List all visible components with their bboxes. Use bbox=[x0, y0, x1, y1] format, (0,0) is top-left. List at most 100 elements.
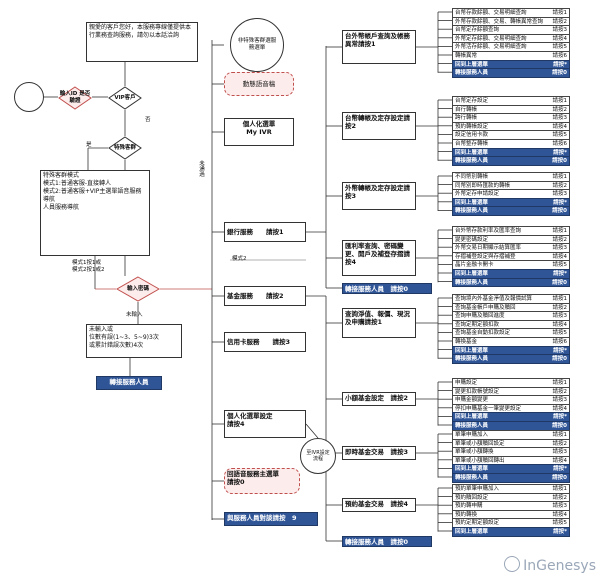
option-key: 請按0 bbox=[552, 70, 567, 77]
fund_group-4-option-6[interactable]: 回到上層選單請按* bbox=[452, 527, 570, 537]
credit-service-option[interactable]: 信用卡服務 請按3 bbox=[224, 332, 306, 352]
option-label: 外幣活存餘額、交易明細查詢 bbox=[455, 44, 527, 51]
option-key: 請按4 bbox=[552, 123, 568, 130]
option-label: 回到上層選單 bbox=[455, 199, 489, 206]
fund_group-1-option-8[interactable]: 轉接服務人員請按0 bbox=[452, 354, 570, 364]
option-label: 台外幣存款利率及匯率查詢 bbox=[455, 228, 522, 234]
option-label: 外幣存款餘額、交易、轉帳異常查詢 bbox=[455, 18, 544, 25]
option-key: 請按5 bbox=[552, 520, 568, 527]
vip-label: VIP客戶 bbox=[114, 95, 136, 101]
bank-group-1-label[interactable]: 台外幣帳戶查詢及帳務異常請按1 bbox=[342, 30, 416, 64]
password-label: 輸入密碼 bbox=[126, 286, 149, 292]
option-label: 轉接服務人員 bbox=[455, 356, 489, 363]
option-key: 請按6 bbox=[552, 141, 568, 147]
option-key: 請按3 bbox=[552, 245, 568, 252]
option-key: 請按* bbox=[553, 149, 567, 156]
option-key: 請按5 bbox=[552, 262, 568, 269]
input-id-label: 輸入ID 是否驗證 bbox=[59, 91, 91, 104]
dynamic-voice-box: 動態語音稿 bbox=[224, 72, 294, 96]
password-diamond: 輸入密碼 bbox=[115, 276, 161, 302]
option-key: 請按* bbox=[553, 347, 567, 354]
option-key: 請按3 bbox=[552, 503, 568, 510]
bank-group-2-label[interactable]: 台幣轉帳及定存設定請按2 bbox=[342, 112, 416, 140]
edge-no-label: 否 bbox=[145, 117, 151, 123]
option-key: 請按* bbox=[553, 271, 567, 277]
option-label: 台幣存款餘額、交易明細查詢 bbox=[455, 10, 527, 16]
option-key: 請按6 bbox=[552, 53, 568, 59]
option-key: 請按1 bbox=[552, 98, 568, 104]
bank_group-3-option-5[interactable]: 轉接服務人員請按0 bbox=[452, 206, 570, 216]
option-key: 請按1 bbox=[552, 10, 568, 16]
bank-agent-button[interactable]: 轉接服務人員 請按0 bbox=[342, 283, 432, 294]
connector bbox=[305, 423, 319, 439]
bank_group-1-option-8[interactable]: 轉接服務人員 請按0 bbox=[452, 68, 570, 78]
option-label: 轉接服務人員 bbox=[455, 423, 489, 429]
option-label: 回到上層選單 bbox=[455, 271, 489, 277]
option-key: 請按4 bbox=[552, 253, 568, 260]
option-key: 請按2 bbox=[552, 182, 568, 189]
option-label: 轉換基金 bbox=[455, 339, 478, 345]
option-key: 請按5 bbox=[552, 132, 568, 139]
option-label: 預約轉帳設定 bbox=[455, 123, 489, 130]
option-label: 回到上層選單 bbox=[455, 61, 489, 68]
special-label: 特殊客群 bbox=[113, 145, 136, 151]
option-label: 預約轉換 bbox=[455, 511, 478, 518]
option-label: 轉帳異常 bbox=[455, 53, 478, 59]
edge-mode-label: 模式2 bbox=[232, 256, 247, 262]
transfer-agent-button[interactable]: 轉接服務人員 bbox=[96, 376, 162, 390]
option-key: 請按4 bbox=[552, 457, 568, 464]
option-label: 轉接服務人員 bbox=[455, 70, 489, 77]
bank-group-4-label[interactable]: 匯利率查詢、密碼變更、開戶及補登存摺請按4 bbox=[342, 240, 416, 276]
special-diamond: 特殊客群 bbox=[108, 136, 142, 160]
option-label: 單筆或小額轉換 bbox=[455, 449, 494, 456]
notice-box: 親愛的客戶您好，本服務專線僅提供本行業務查詢服務，請勿以本話洽詢 bbox=[86, 22, 198, 62]
option-label: 自行轉帳 bbox=[455, 106, 478, 113]
error-box: 未輸入或 位數有誤(1~3、5~9)3次 或累計錯誤次數)4次 bbox=[86, 324, 182, 358]
fund-group-2-label[interactable]: 小額基金設定 請按2 bbox=[342, 392, 416, 406]
agent-talk-button[interactable]: 與服務人員對談請按 9 bbox=[224, 512, 318, 526]
option-label: 回到上層選單 bbox=[455, 529, 489, 535]
option-key: 請按0 bbox=[552, 279, 567, 286]
bank_group-4-option-7[interactable]: 轉接服務人員 請按0 bbox=[452, 277, 570, 288]
option-label: 外幣定存申請設定 bbox=[455, 191, 500, 198]
personal-setting-option[interactable]: 個人化選單設定 請按4 bbox=[224, 410, 306, 438]
option-key: 請按2 bbox=[552, 236, 568, 243]
fund-group-3-label[interactable]: 即時基金交易 請按3 bbox=[342, 446, 416, 460]
option-label: 台幣定存餘額查詢 bbox=[455, 27, 500, 34]
fund_group-3-option-6[interactable]: 轉接服務人員請按0 bbox=[452, 473, 570, 483]
back-main-menu-box[interactable]: 回語音服務主選單 請按0 bbox=[224, 468, 300, 494]
option-label: 轉接服務人員 bbox=[455, 208, 489, 215]
option-key: 請按1 bbox=[552, 174, 568, 180]
option-label: 變更密碼設定 bbox=[455, 236, 489, 243]
watermark: InGenesys bbox=[504, 556, 596, 574]
option-label: 查詢境內外基金淨值及報價試算 bbox=[455, 296, 533, 302]
option-label: 台幣定存設定 bbox=[455, 98, 489, 104]
option-label: 回到上層選單 bbox=[455, 347, 489, 354]
option-key: 請按1 bbox=[552, 432, 568, 438]
option-key: 請按2 bbox=[552, 18, 568, 25]
fund-group-1-label[interactable]: 查詢淨值、報價、現況及申購請按1 bbox=[342, 308, 416, 338]
option-label: 查詢定期定額扣款 bbox=[455, 321, 500, 328]
bank-group-3-label[interactable]: 外幣轉帳及定存設定請按3 bbox=[342, 182, 416, 210]
bank-service-option[interactable]: 銀行服務 請按1 bbox=[224, 222, 306, 242]
option-label: 變更扣款帳號設定 bbox=[455, 388, 500, 395]
option-key: 請按4 bbox=[552, 405, 568, 412]
edge-pass-label: 未通過 bbox=[198, 160, 204, 177]
vip-diamond: VIP客戶 bbox=[108, 86, 142, 110]
personal-ivr-box: 個人化選單 My IVR bbox=[224, 118, 294, 146]
fund-group-4-label[interactable]: 預約基金交易 請按4 bbox=[342, 498, 416, 512]
option-label: 不同幣別轉帳 bbox=[455, 174, 489, 180]
option-label: 轉接服務人員 bbox=[455, 279, 489, 286]
bank_group-2-option-8[interactable]: 轉接服務人員請按0 bbox=[452, 156, 570, 166]
option-key: 請按2 bbox=[552, 388, 568, 395]
option-label: 跨行轉帳 bbox=[455, 115, 478, 122]
start-circle bbox=[14, 82, 44, 112]
option-label: 同幣別即時匯款的轉帳 bbox=[455, 182, 511, 189]
option-key: 請按2 bbox=[552, 440, 568, 447]
fund-service-option[interactable]: 基金服務 請按2 bbox=[224, 286, 306, 306]
fund-agent-button[interactable]: 轉接服務人員 請按0 bbox=[342, 536, 432, 547]
watermark-text: InGenesys bbox=[523, 558, 596, 574]
option-label: 設定信用卡款 bbox=[455, 132, 489, 139]
option-label: 預約定期定額設定 bbox=[455, 520, 500, 527]
